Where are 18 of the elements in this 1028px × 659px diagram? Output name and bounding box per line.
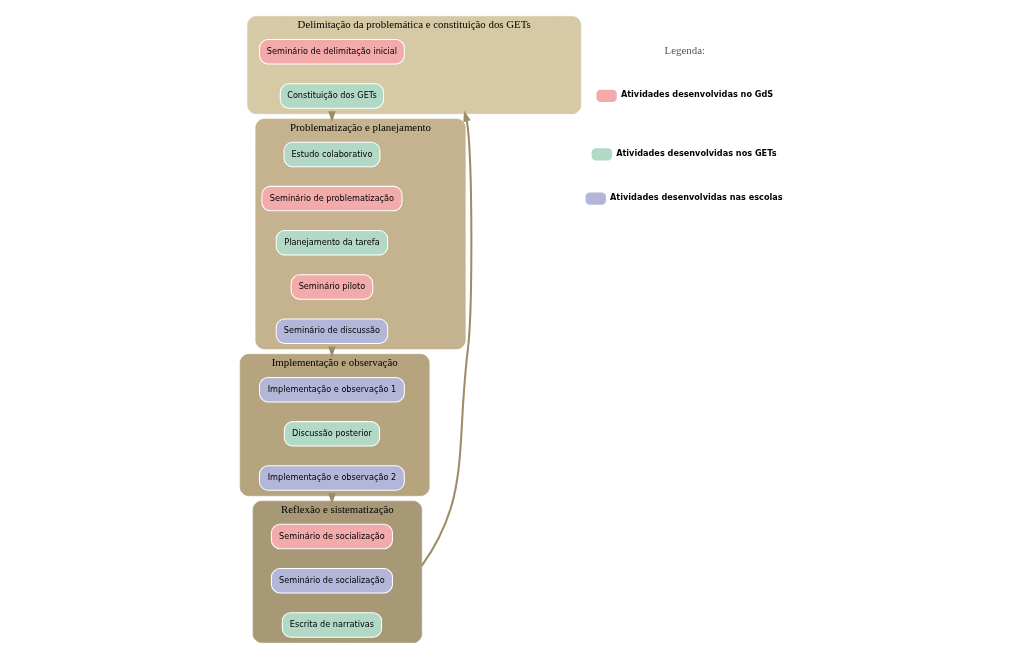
node-box: Seminário de delimitação inicial	[258, 39, 405, 65]
node-box: Seminário piloto	[290, 274, 373, 300]
node-box: Escrita de narrativas	[281, 612, 382, 638]
node-box: Implementação e observação 2	[258, 465, 405, 491]
node-box: Discussão posterior	[283, 421, 380, 447]
node-box: Implementação e observação 1	[258, 376, 405, 403]
node-box: Constituição dos GETs	[279, 83, 384, 109]
node-box: Estudo colaborativo	[283, 141, 380, 168]
node-box: Planejamento da tarefa	[275, 230, 388, 256]
legend-label: Atividades desenvolvidas nas escolas	[609, 192, 783, 203]
node-box: Seminário de discussão	[275, 318, 388, 344]
legend-label: Atividades desenvolvidas no GdS	[620, 89, 773, 100]
arrow	[420, 110, 472, 567]
node-box: Seminário de socialização	[270, 568, 393, 594]
legend-label: Atividades desenvolvidas nos GETs	[615, 147, 777, 158]
label: Legenda:	[664, 44, 705, 57]
node-box: Seminário de socialização	[270, 523, 393, 550]
node-box: Seminário de problematização	[260, 185, 402, 212]
